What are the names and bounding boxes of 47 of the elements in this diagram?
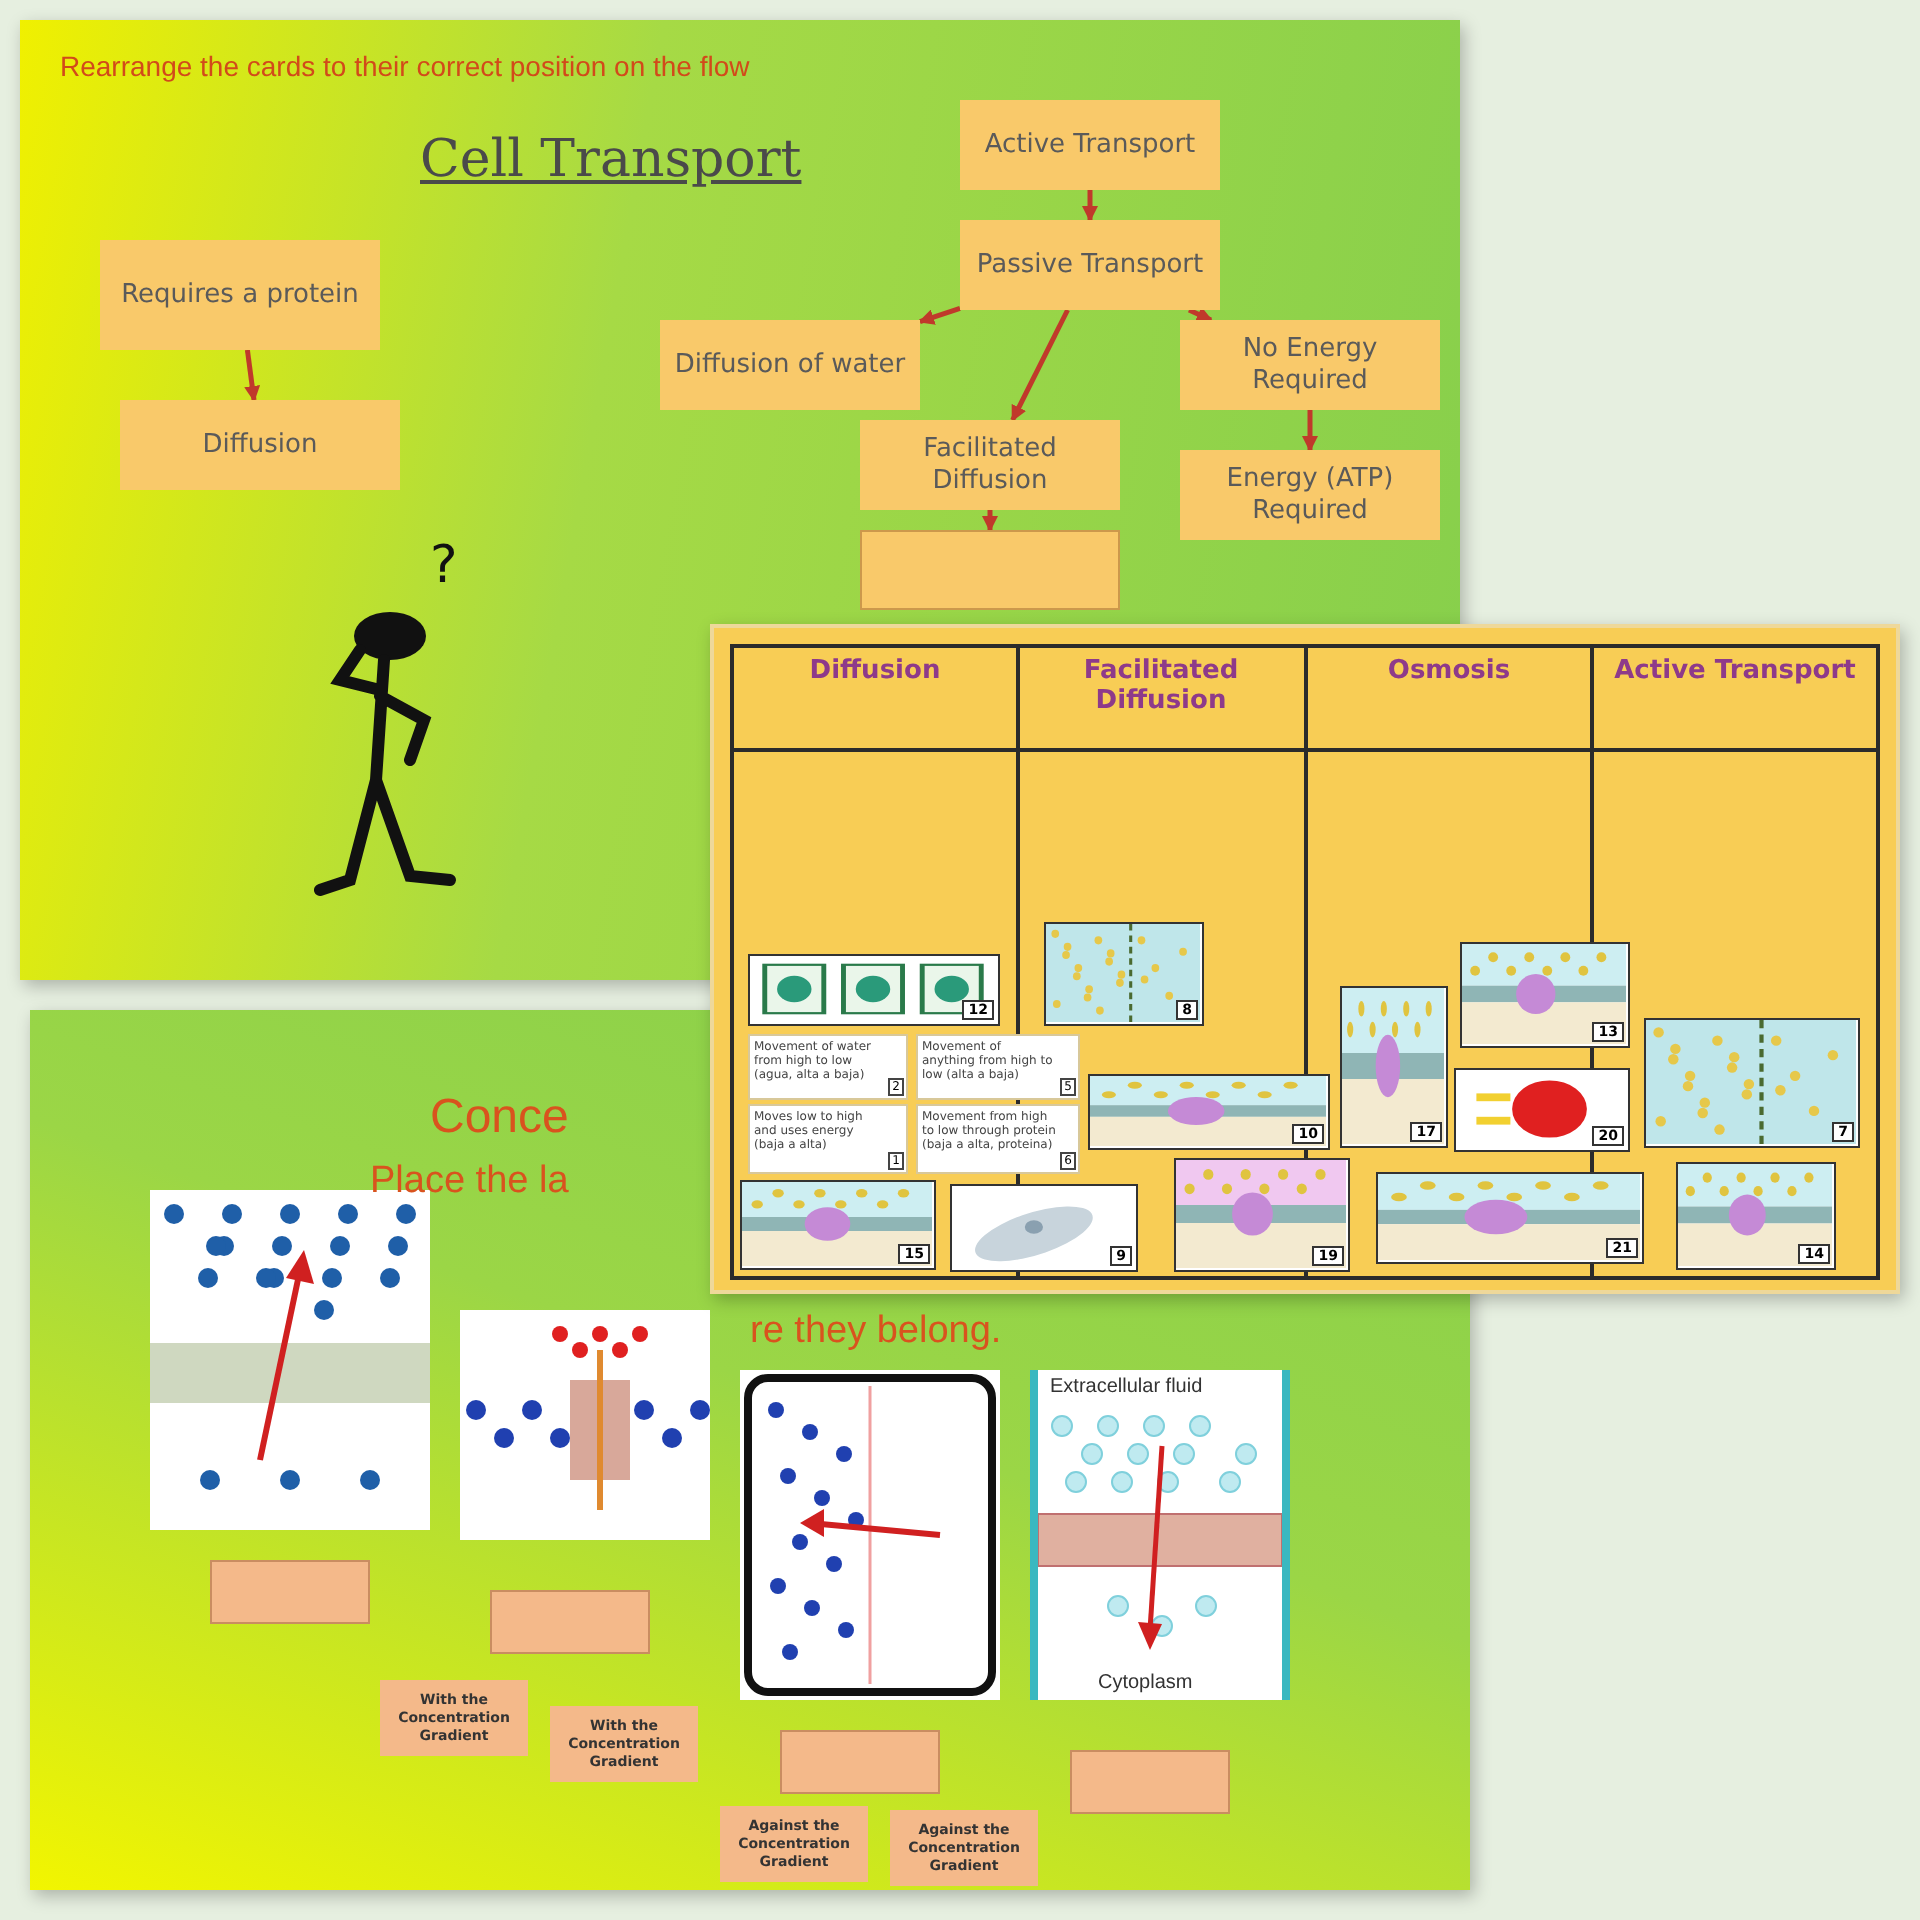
column-header: Osmosis bbox=[1385, 656, 1513, 686]
flow-card bbox=[1180, 450, 1440, 540]
arrow bbox=[1187, 306, 1213, 323]
card-text: Requires a protein bbox=[121, 279, 359, 311]
arrow bbox=[918, 306, 961, 325]
picture-caption: Extracellular fluid bbox=[1050, 1376, 1203, 1398]
flow-card bbox=[960, 220, 1220, 310]
text-card bbox=[916, 1104, 1080, 1174]
flow-card bbox=[860, 530, 1120, 610]
text-card bbox=[916, 1034, 1080, 1100]
arrow bbox=[1010, 308, 1070, 422]
card-text: Active Transport bbox=[984, 129, 1196, 161]
flow-card bbox=[860, 420, 1120, 510]
slide-title: Cell Transport bbox=[420, 130, 802, 190]
flow-card bbox=[120, 400, 400, 490]
card-text: Energy (ATP) Required bbox=[1224, 463, 1396, 527]
picture-caption: Cytoplasm bbox=[1098, 1672, 1193, 1694]
arrow bbox=[244, 349, 261, 402]
text-card bbox=[748, 1034, 908, 1100]
arrow bbox=[1082, 190, 1098, 222]
label-card bbox=[720, 1806, 868, 1882]
arrow bbox=[982, 510, 998, 532]
label-card bbox=[550, 1706, 698, 1782]
answer-box bbox=[210, 1560, 370, 1624]
card-text: Facilitated Diffusion bbox=[921, 433, 1059, 497]
answer-box bbox=[490, 1590, 650, 1654]
question-mark: ? bbox=[430, 536, 458, 596]
card-text: Passive Transport bbox=[976, 249, 1204, 281]
card-text: Diffusion of water bbox=[674, 349, 906, 381]
flow-card bbox=[100, 240, 380, 350]
slide-title: Conce bbox=[430, 1090, 569, 1146]
answer-box bbox=[1070, 1750, 1230, 1814]
arrow bbox=[1302, 410, 1318, 452]
label-card bbox=[380, 1680, 528, 1756]
instruction-text: re they belong. bbox=[750, 1310, 1002, 1354]
flow-card bbox=[660, 320, 920, 410]
column-header: Diffusion bbox=[807, 656, 943, 686]
instruction-text: Rearrange the cards to their correct position on the flow bbox=[60, 50, 750, 82]
card-text: No Energy Required bbox=[1240, 333, 1380, 397]
flow-card bbox=[1180, 320, 1440, 410]
card-text: Diffusion bbox=[202, 429, 318, 461]
flow-card bbox=[960, 100, 1220, 190]
label-card bbox=[890, 1810, 1038, 1886]
column-header: Facilitated Diffusion bbox=[1081, 656, 1241, 716]
text-card bbox=[748, 1104, 908, 1174]
column-header: Active Transport bbox=[1612, 656, 1858, 686]
answer-box bbox=[780, 1730, 940, 1794]
